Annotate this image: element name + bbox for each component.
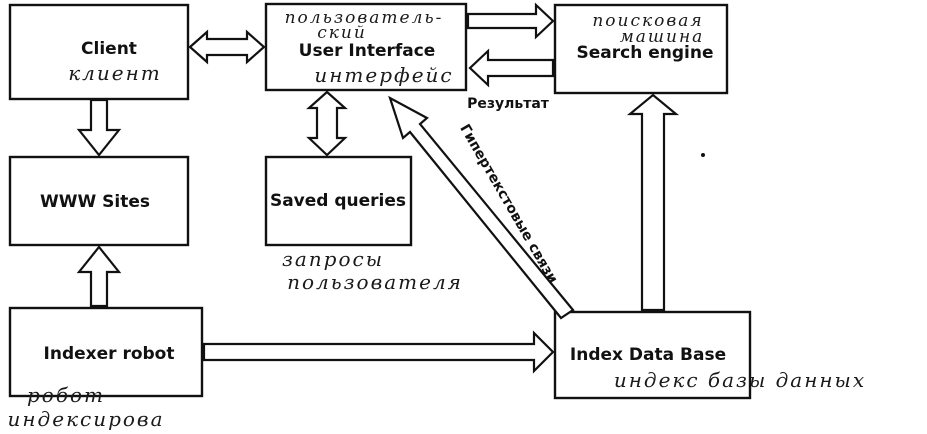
indexer-note-1: робот bbox=[27, 383, 105, 407]
indexer-to-db-arrow bbox=[202, 330, 555, 374]
stray-dot bbox=[701, 153, 705, 157]
ui-saved-double-arrow bbox=[306, 90, 348, 157]
indexer-note-2: индексирова bbox=[8, 407, 165, 431]
ui-note-top2: ский bbox=[317, 23, 367, 43]
search-note-top: поисковая bbox=[592, 11, 703, 31]
saved-queries-box bbox=[264, 155, 413, 247]
www-sites-box bbox=[8, 155, 190, 247]
indexer-to-www-arrow bbox=[76, 245, 122, 308]
search-to-ui-arrow bbox=[468, 48, 555, 88]
client-label: Client bbox=[81, 39, 137, 59]
saved-label: Saved queries bbox=[270, 191, 406, 211]
search-engine-box bbox=[553, 3, 729, 95]
client-note: клиент bbox=[68, 61, 162, 85]
client-box bbox=[8, 3, 190, 101]
db-to-ui-diagonal-arrow bbox=[388, 95, 575, 320]
index-db-box bbox=[553, 310, 752, 400]
result-label: Результат bbox=[467, 96, 550, 112]
index-db-note: индекс базы данных bbox=[614, 368, 866, 392]
index-db-label: Index Data Base bbox=[570, 345, 726, 365]
saved-note-2: пользователя bbox=[287, 270, 463, 294]
ui-to-search-arrow bbox=[466, 2, 555, 40]
ui-note-top: пользователь- bbox=[285, 8, 444, 28]
client-to-www-arrow bbox=[76, 98, 122, 157]
search-note-top2: машина bbox=[620, 27, 705, 47]
indexer-robot-box bbox=[8, 306, 204, 398]
client-ui-double-arrow bbox=[188, 29, 266, 65]
ui-note-bottom: интерфейс bbox=[314, 63, 453, 87]
indexer-label: Indexer robot bbox=[44, 344, 175, 364]
search-label: Search engine bbox=[577, 43, 714, 63]
ui-label: User Interface bbox=[299, 41, 436, 61]
saved-note-1: запросы bbox=[282, 247, 384, 271]
db-to-search-arrow bbox=[626, 93, 680, 312]
www-label: WWW Sites bbox=[40, 192, 150, 212]
user-interface-box bbox=[264, 2, 468, 92]
